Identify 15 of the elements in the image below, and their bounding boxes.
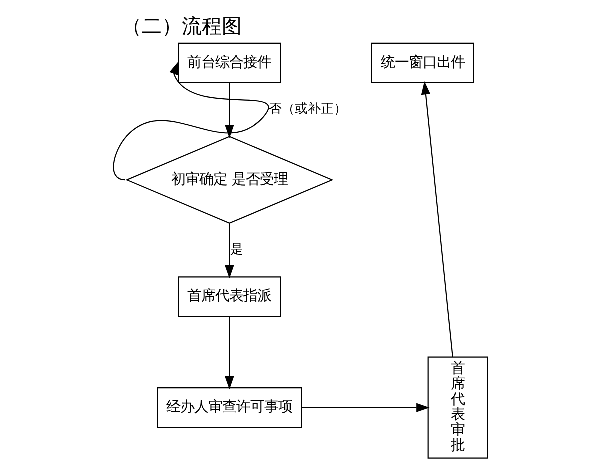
edge-label: 是 — [230, 242, 243, 258]
node-box: 经办人审查许可事项 — [156, 388, 302, 428]
node-box: 首席代表审批 — [427, 356, 488, 459]
diagram-title: （二）流程图 — [121, 14, 242, 38]
arrow — [224, 83, 234, 138]
arrow — [420, 82, 453, 358]
edge-label: 否（或补正） — [268, 102, 347, 118]
arrow — [224, 224, 234, 279]
node-diamond: 初审确定 是否受理 — [125, 136, 334, 224]
node-box: 首席代表指派 — [178, 276, 281, 318]
arrow — [301, 403, 430, 412]
arrow — [224, 316, 234, 390]
arrow — [112, 62, 268, 181]
node-box: 前台综合接件 — [178, 42, 281, 84]
node-box: 统一窗口出件 — [370, 42, 474, 84]
